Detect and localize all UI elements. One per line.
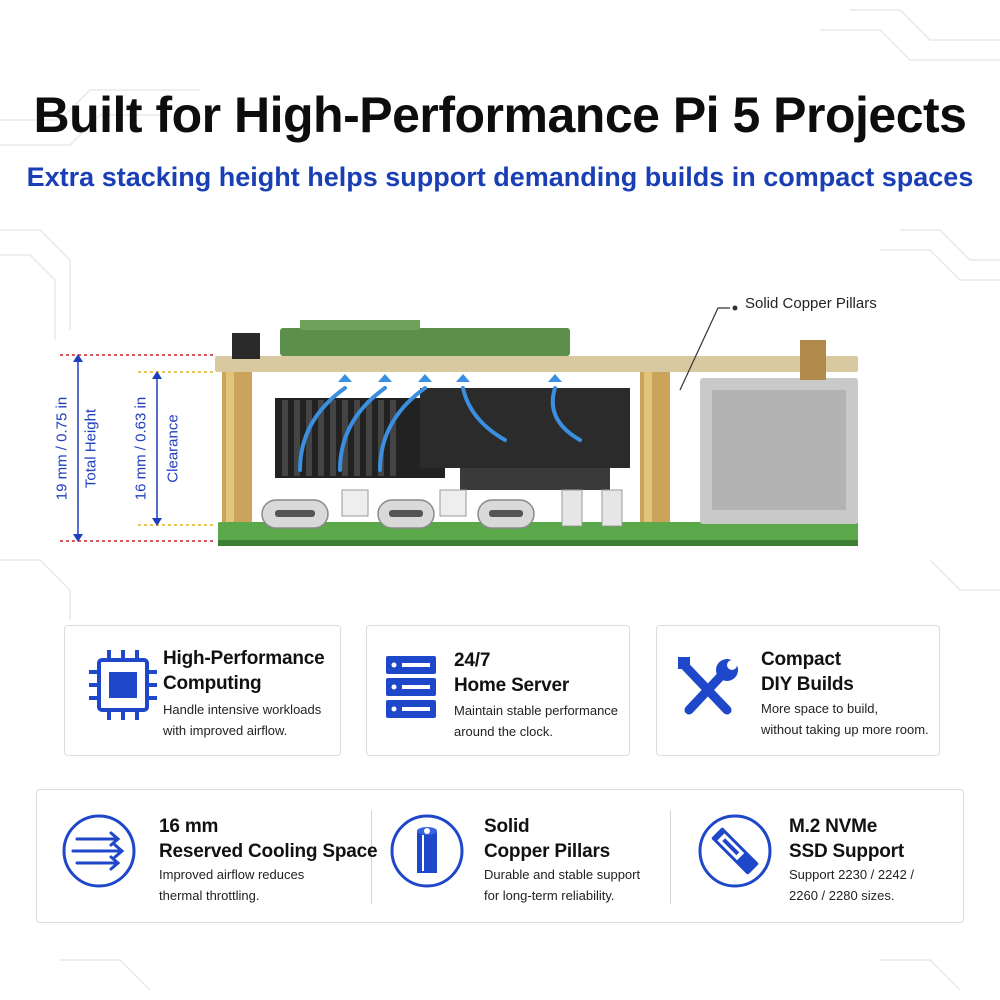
feature-title-line1: M.2 NVMe bbox=[789, 816, 878, 837]
feature-title-line1: High-Performance bbox=[163, 648, 325, 669]
divider bbox=[670, 810, 671, 904]
feature-desc-line2: around the clock. bbox=[454, 724, 554, 739]
feature-desc-line2: thermal throttling. bbox=[159, 888, 260, 903]
feature-card-server: 24/7 Home Server Maintain stable perform… bbox=[366, 625, 630, 756]
feature-title-line2: Copper Pillars bbox=[484, 841, 611, 862]
feature-title-line2: Reserved Cooling Space bbox=[159, 841, 378, 862]
feature-title-line1: 24/7 bbox=[454, 650, 491, 671]
wrench-screwdriver-icon bbox=[678, 657, 738, 715]
page-subtitle: Extra stacking height helps support dema… bbox=[26, 162, 974, 192]
feature-title-line1: Solid bbox=[484, 816, 530, 837]
feature-desc-line2: for long-term reliability. bbox=[484, 888, 615, 903]
feature-desc-line2: with improved airflow. bbox=[163, 723, 288, 738]
feature-title-line1: 16 mm bbox=[159, 816, 219, 837]
feature-desc-line1: Support 2230 / 2242 / bbox=[789, 867, 915, 882]
page-title: Built for High-Performance Pi 5 Projects bbox=[33, 87, 967, 143]
clearance-value: 16 mm / 0.63 in bbox=[132, 396, 150, 501]
feature-card-computing: High-Performance Computing Handle intens… bbox=[64, 625, 341, 756]
feature-strip: 16 mm Reserved Cooling Space Improved ai… bbox=[36, 789, 964, 923]
feature-desc-line2: without taking up more room. bbox=[761, 722, 929, 737]
feature-title-line2: DIY Builds bbox=[761, 674, 854, 695]
airflow-arrows-icon bbox=[62, 814, 136, 888]
divider bbox=[371, 810, 372, 904]
total-height-label: Total Height bbox=[82, 408, 100, 489]
feature-desc-line1: Improved airflow reduces bbox=[159, 867, 305, 882]
feature-desc-line1: Maintain stable performance bbox=[454, 703, 619, 718]
feature-title-line1: Compact bbox=[761, 649, 841, 670]
feature-title-line2: SSD Support bbox=[789, 841, 904, 862]
product-illustration bbox=[60, 305, 858, 546]
clearance-label: Clearance bbox=[164, 414, 182, 483]
feature-desc-line1: Durable and stable support bbox=[484, 867, 641, 882]
feature-desc-line1: Handle intensive workloads bbox=[163, 702, 322, 717]
feature-desc-line2: 2260 / 2280 sizes. bbox=[789, 888, 895, 903]
pillars-callout: Solid Copper Pillars bbox=[745, 295, 877, 312]
server-rack-icon bbox=[386, 656, 436, 718]
m2-ssd-icon bbox=[698, 814, 772, 888]
feature-title-line2: Home Server bbox=[454, 675, 570, 696]
feature-card-diy: Compact DIY Builds More space to build, … bbox=[656, 625, 940, 756]
hex-pillar-icon bbox=[390, 814, 464, 888]
feature-desc-line1: More space to build, bbox=[761, 701, 879, 716]
total-height-value: 19 mm / 0.75 in bbox=[53, 396, 71, 501]
feature-title-line2: Computing bbox=[163, 673, 262, 694]
cpu-chip-icon bbox=[89, 650, 157, 720]
